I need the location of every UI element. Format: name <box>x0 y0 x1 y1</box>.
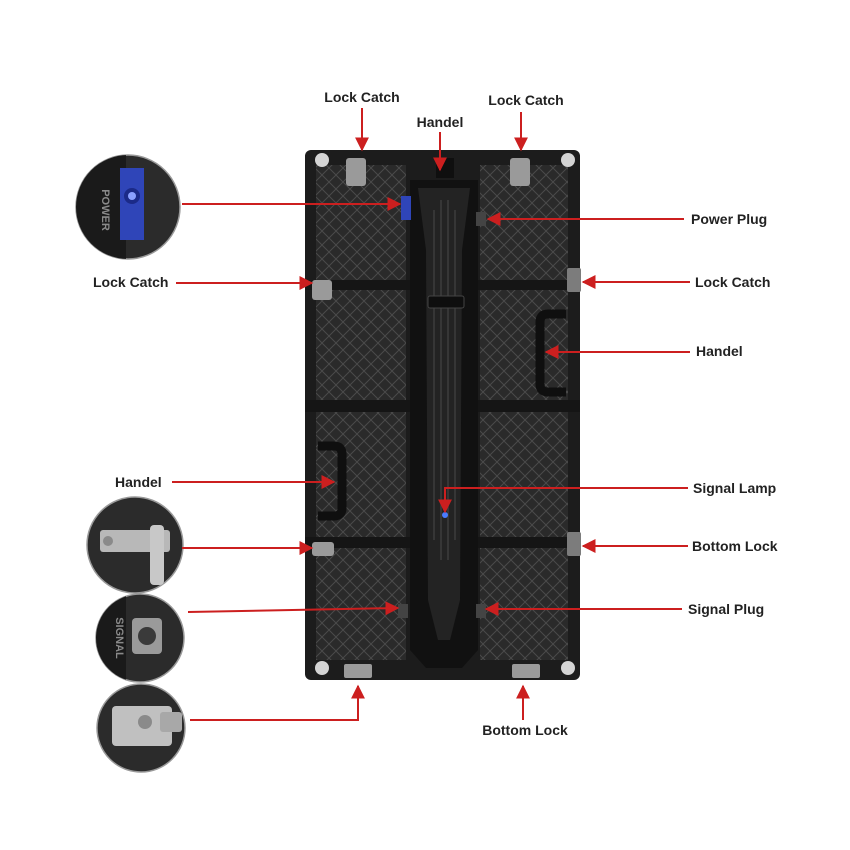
lock-catch-top-right <box>510 158 530 186</box>
label-lock-catch-top-left: Lock Catch <box>324 89 399 105</box>
label-handel-left: Handel <box>115 474 162 490</box>
signal-plug-left <box>398 604 408 618</box>
cabinet-panel <box>316 290 406 400</box>
cabinet-panel <box>480 412 568 537</box>
label-power-plug: Power Plug <box>691 211 767 227</box>
corner-pin <box>561 661 575 675</box>
handle-right <box>535 309 566 397</box>
cabinet-panel <box>480 548 568 660</box>
label-bottom-lock-right: Bottom Lock <box>692 538 778 554</box>
inset-power-text: POWER <box>99 189 111 231</box>
label-signal-lamp: Signal Lamp <box>693 480 776 496</box>
signal-plug-right <box>476 604 486 618</box>
label-lock-catch-right: Lock Catch <box>695 274 770 290</box>
corner-pin <box>561 153 575 167</box>
lock-catch-top-left <box>346 158 366 186</box>
bottom-lock-bottom-left <box>344 664 372 678</box>
lock-catch-icon <box>100 525 170 585</box>
bottom-lock-bottom-right <box>512 664 540 678</box>
label-signal-plug: Signal Plug <box>688 601 764 617</box>
callout-arrows <box>172 108 690 721</box>
cabinet-panel <box>316 548 406 660</box>
bottom-lock-right <box>567 532 581 556</box>
handle-top <box>436 158 454 178</box>
inset-signal-plug: SIGNAL <box>95 593 185 683</box>
arrow-bottom-lock-inset <box>190 684 365 721</box>
handle-left <box>318 441 347 521</box>
signal-lamp-dot <box>442 512 448 518</box>
power-plug-port <box>401 196 411 220</box>
label-handel-top: Handel <box>417 114 464 130</box>
label-bottom-lock-bottom: Bottom Lock <box>482 722 568 738</box>
inset-power-plug: POWER <box>75 154 181 260</box>
power-plug-right <box>476 212 486 226</box>
arrow-signal-lamp <box>438 487 688 514</box>
cabinet-panel <box>480 290 568 400</box>
corner-pin <box>315 153 329 167</box>
lock-catch-right <box>567 268 581 292</box>
bottom-lock-left <box>312 542 334 556</box>
label-handel-right: Handel <box>696 343 743 359</box>
spine-slot <box>427 295 465 309</box>
led-cabinet <box>305 150 581 680</box>
inset-bottom-lock <box>96 683 186 773</box>
lock-catch-left <box>312 280 332 300</box>
inset-signal-text: SIGNAL <box>113 617 125 659</box>
label-lock-catch-left: Lock Catch <box>93 274 168 290</box>
arrow-signal-plug-left <box>187 601 400 616</box>
bottom-lock-icon <box>112 706 182 746</box>
corner-pin <box>315 661 329 675</box>
label-lock-catch-top-right: Lock Catch <box>488 92 563 108</box>
inset-lock-catch <box>86 496 184 594</box>
